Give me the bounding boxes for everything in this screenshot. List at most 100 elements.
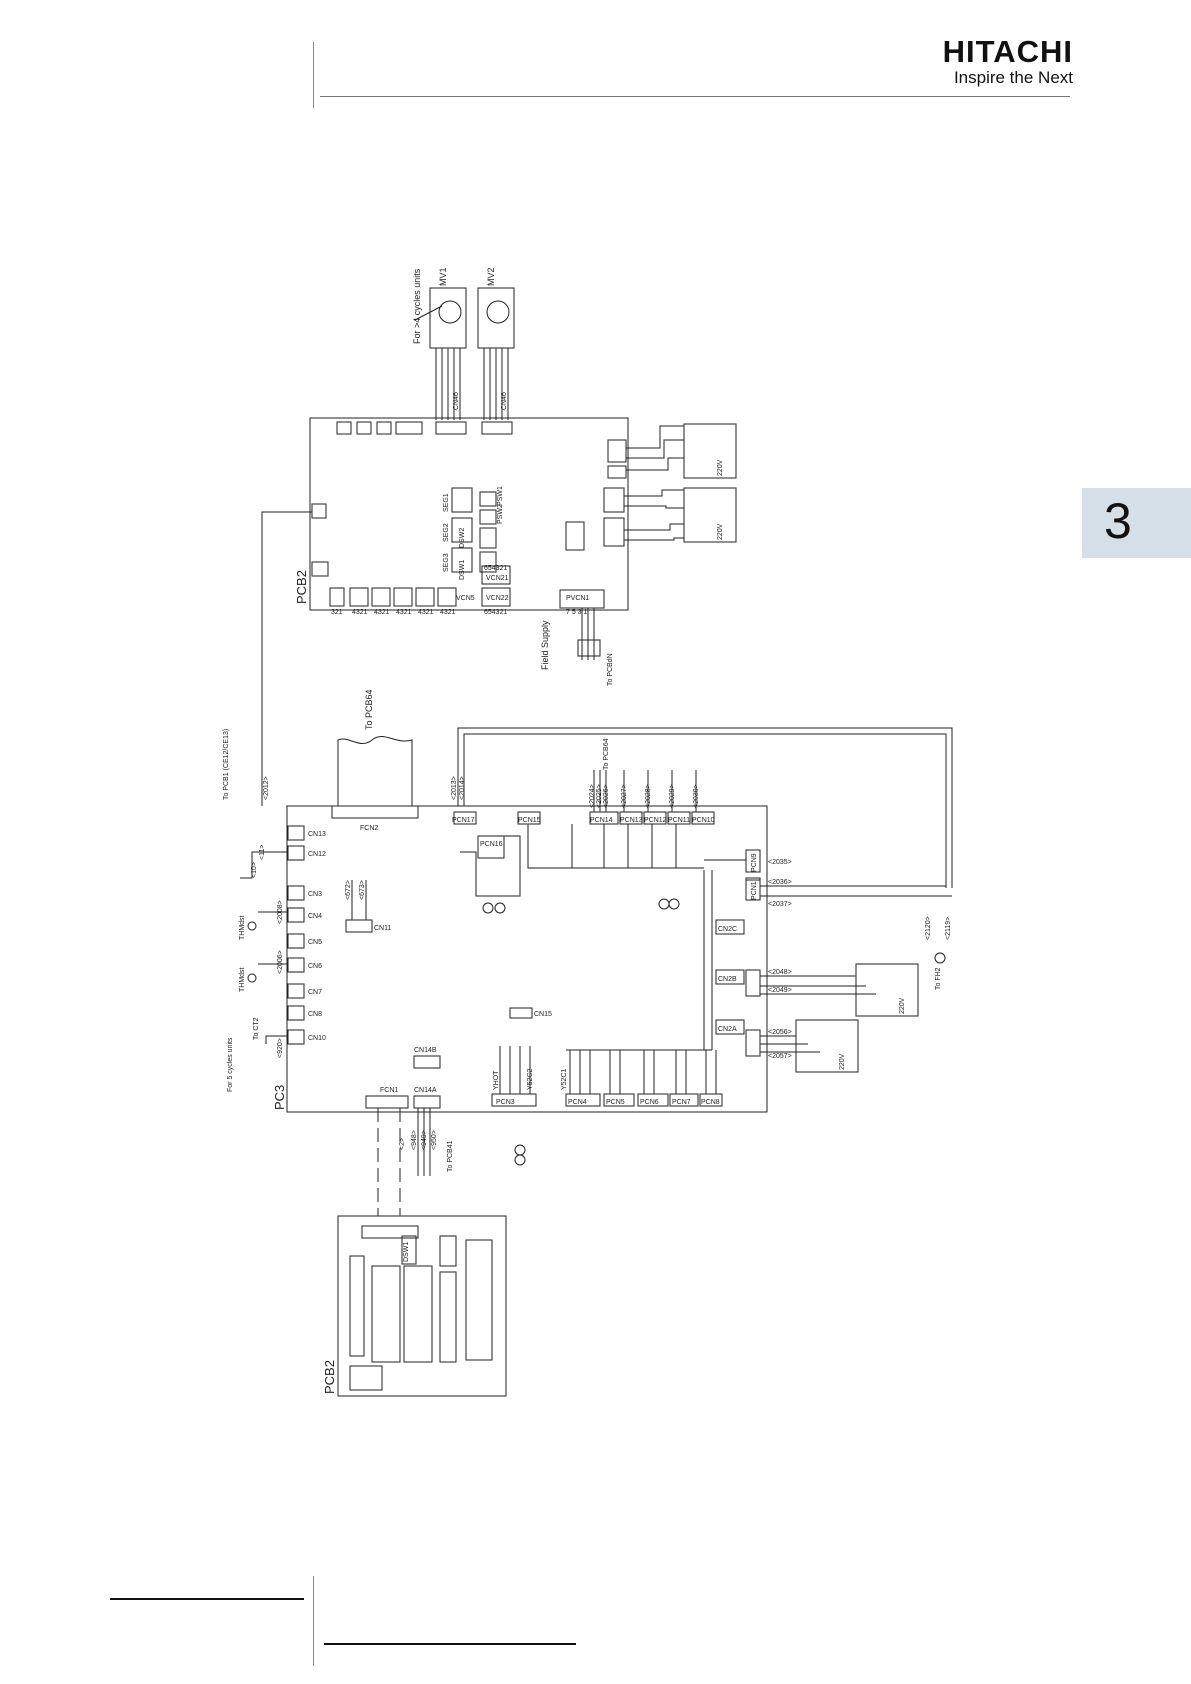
chapter-tab[interactable]: 3 bbox=[1082, 488, 1191, 558]
fh2-terminal bbox=[934, 952, 946, 964]
pcb2-dsw2-label: DSW2 bbox=[459, 528, 466, 548]
cn14a-label: CN14A bbox=[414, 1087, 437, 1094]
pcn4-label: PCN4 bbox=[568, 1099, 587, 1106]
cn2a-box bbox=[745, 1029, 761, 1057]
footer-vertical-rule bbox=[313, 1576, 314, 1666]
cn12-box bbox=[287, 845, 305, 861]
wire-2049: <2049> bbox=[768, 987, 792, 994]
pcb2-dsw2 bbox=[479, 527, 497, 549]
to-pcb1: To PCB1 (CE12/CE13) bbox=[223, 729, 230, 800]
pcb2-vcn5-label: VCN5 bbox=[456, 595, 475, 602]
wire-673: <673> bbox=[359, 880, 366, 900]
pcn13-box bbox=[619, 811, 643, 825]
motor-mv2-frame bbox=[477, 287, 515, 349]
wire-2037: <2037> bbox=[768, 901, 792, 908]
cn8-label: CN8 bbox=[308, 1011, 322, 1018]
cn15-box bbox=[509, 1007, 533, 1019]
y52c2-label: Y52C2 bbox=[527, 1068, 534, 1090]
pcb2-top-conn-6 bbox=[481, 421, 513, 435]
pcb2-num-7: 654321 bbox=[484, 565, 507, 572]
right-transformer-2 bbox=[795, 1019, 859, 1073]
to-pcb64-mid: To PCB64 bbox=[603, 738, 610, 770]
pcb2-seg3-label: SEG3 bbox=[443, 553, 450, 572]
footer-rule-right bbox=[324, 1643, 576, 1645]
motor-mv1-symbol bbox=[438, 300, 462, 324]
pcb2-psw2-label: PSW2 bbox=[497, 504, 504, 524]
motor-mv2-label: MV2 bbox=[486, 267, 496, 286]
header-vertical-rule bbox=[313, 42, 314, 108]
indicator-4 bbox=[668, 898, 680, 910]
wire-2029: <2029> bbox=[669, 784, 676, 808]
bottom-pcb-dsw1-label: DSW1 bbox=[403, 1242, 410, 1262]
transformer-2-wires bbox=[624, 489, 684, 541]
wire-950: <950> bbox=[431, 1130, 438, 1150]
wire-10: <10> bbox=[251, 862, 258, 878]
pc3-board-outline bbox=[286, 805, 768, 1113]
wire-2036: <2036> bbox=[768, 879, 792, 886]
pcb2-num-6: 4321 bbox=[440, 609, 456, 616]
wire-920: <920> bbox=[277, 1038, 284, 1058]
cn4-label: CN4 bbox=[308, 913, 322, 920]
pcn12-label: PCN12 bbox=[644, 817, 667, 824]
bottom-pcb-outline bbox=[337, 1215, 507, 1397]
pcn1-label: PCN1 bbox=[751, 881, 758, 900]
right-loop-wire-inner bbox=[463, 733, 947, 888]
pcb2-board-outline bbox=[309, 417, 629, 611]
brand-tagline: Inspire the Next bbox=[953, 68, 1073, 87]
bottom-terminal-2 bbox=[514, 1154, 526, 1166]
thermistor-2-label: THMdst bbox=[239, 967, 246, 992]
cn4-box bbox=[287, 907, 305, 923]
wire-2013: <2013> bbox=[451, 776, 458, 800]
wire-2025: <2025> bbox=[596, 784, 603, 808]
thermistor-1 bbox=[247, 921, 257, 931]
pcb2-top-conn-4 bbox=[395, 421, 423, 435]
pcb2-bottom-conn-3 bbox=[371, 587, 391, 607]
pcb2-to-pc3-wire bbox=[261, 511, 312, 806]
cn2a-label-box bbox=[715, 1019, 745, 1035]
pcn16-loop bbox=[460, 835, 521, 897]
pcb2-vcn21 bbox=[481, 565, 511, 585]
pcn3-box bbox=[491, 1093, 537, 1107]
pcb2-right-conn-1 bbox=[607, 439, 627, 463]
to-pcb64-top: To PCB64 bbox=[364, 689, 374, 730]
right-transformer-1-wires bbox=[760, 975, 876, 995]
bottom-pcb-block-a bbox=[439, 1235, 457, 1267]
cn6-box bbox=[287, 957, 305, 973]
pcb2-pvcn1-label: PVCN1 bbox=[566, 595, 589, 602]
pcb2-psw1 bbox=[479, 491, 497, 507]
cn5-box bbox=[287, 933, 305, 949]
to-pcb41: To PCB41 bbox=[447, 1140, 454, 1172]
pcn11-box bbox=[667, 811, 691, 825]
wire-2030: <2030> bbox=[693, 784, 700, 808]
transformer-2 bbox=[683, 487, 737, 543]
right-transformer-2-voltage: 220V bbox=[839, 1053, 846, 1070]
motor-note-leader bbox=[414, 305, 443, 321]
cn14b-box bbox=[413, 1055, 441, 1069]
wire-2119: <2119> bbox=[945, 917, 952, 940]
pcn1-box bbox=[745, 877, 761, 901]
wire-2048: <2048> bbox=[768, 969, 792, 976]
field-supply-label: Field Supply bbox=[540, 620, 550, 670]
pcb2-right-conn-2 bbox=[607, 465, 627, 479]
pcb2-bottom-conn-6 bbox=[437, 587, 457, 607]
pc3-right-bus bbox=[703, 859, 760, 1050]
cn3-label: CN3 bbox=[308, 891, 322, 898]
pcn-bottom-leads bbox=[569, 1050, 717, 1094]
wire-2035: <2035> bbox=[768, 859, 792, 866]
pcb2-top-conn-2 bbox=[356, 421, 372, 435]
pcb2-left-conn-b bbox=[311, 561, 329, 577]
pcb2-seg2 bbox=[451, 517, 473, 543]
cn15-label: CN15 bbox=[534, 1011, 552, 1018]
thermistor-2 bbox=[247, 973, 257, 983]
pcb1-wire bbox=[240, 851, 288, 879]
cn3-box bbox=[287, 885, 305, 901]
wire-2026: <2026> bbox=[603, 784, 610, 808]
to-ct2: To CT2 bbox=[253, 1017, 260, 1040]
pcb2-right-conn-3 bbox=[603, 487, 625, 513]
pcn16-box bbox=[477, 835, 505, 859]
bottom-pcb-dsw1 bbox=[401, 1235, 417, 1265]
motor-mv2-symbol bbox=[486, 300, 510, 324]
bottom-pcb-cnr bbox=[349, 1255, 365, 1357]
motor-mv2-wires bbox=[483, 348, 509, 420]
cn2b-box bbox=[745, 969, 761, 997]
